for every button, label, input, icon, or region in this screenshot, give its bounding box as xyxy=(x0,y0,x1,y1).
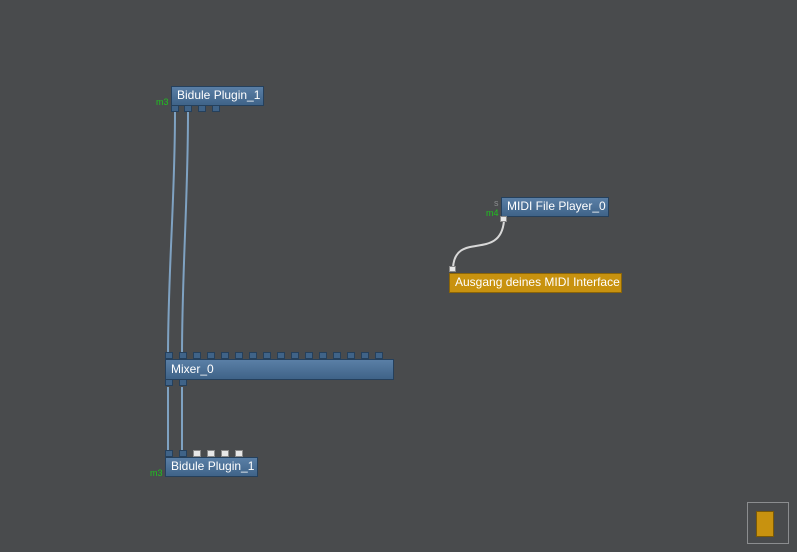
input-pin[interactable] xyxy=(193,352,201,359)
output-pin[interactable] xyxy=(198,105,206,112)
node-label: MIDI File Player_0 xyxy=(507,199,606,213)
input-pin[interactable] xyxy=(165,352,173,359)
output-pin[interactable] xyxy=(184,105,192,112)
node-midi-interface-output[interactable]: Ausgang deines MIDI Interface xyxy=(449,273,622,293)
node-tag: s xyxy=(494,198,499,208)
node-label: Bidule Plugin_1 xyxy=(177,88,261,102)
input-pin[interactable] xyxy=(361,352,369,359)
node-bidule-plugin-bottom[interactable]: Bidule Plugin_1 xyxy=(165,457,258,477)
midi-input-pin[interactable] xyxy=(207,450,215,457)
node-label: Mixer_0 xyxy=(171,362,214,376)
output-pin[interactable] xyxy=(171,105,179,112)
input-pin[interactable] xyxy=(249,352,257,359)
input-pin[interactable] xyxy=(179,450,187,457)
node-label: Bidule Plugin_1 xyxy=(171,459,255,473)
output-pin[interactable] xyxy=(179,379,187,386)
input-pin[interactable] xyxy=(277,352,285,359)
audio-cable[interactable] xyxy=(167,111,176,357)
input-pin[interactable] xyxy=(305,352,313,359)
node-label: Ausgang deines MIDI Interface xyxy=(455,275,620,289)
input-pin[interactable] xyxy=(263,352,271,359)
node-mixer[interactable]: Mixer_0 xyxy=(165,359,394,380)
node-midi-file-player[interactable]: MIDI File Player_0 xyxy=(501,197,609,217)
midi-input-pin[interactable] xyxy=(193,450,201,457)
input-pin[interactable] xyxy=(179,352,187,359)
audio-cable[interactable] xyxy=(181,111,189,357)
output-pin[interactable] xyxy=(165,379,173,386)
input-pin[interactable] xyxy=(291,352,299,359)
midi-input-pin[interactable] xyxy=(221,450,229,457)
minimap-viewport[interactable] xyxy=(756,511,774,537)
input-pin[interactable] xyxy=(333,352,341,359)
navigator-minimap-icon[interactable] xyxy=(747,502,789,544)
midi-input-pin[interactable] xyxy=(449,266,456,272)
input-pin[interactable] xyxy=(347,352,355,359)
output-pin[interactable] xyxy=(212,105,220,112)
node-tag: m3 xyxy=(156,97,169,107)
input-pin[interactable] xyxy=(165,450,173,457)
input-pin[interactable] xyxy=(319,352,327,359)
input-pin[interactable] xyxy=(221,352,229,359)
input-pin[interactable] xyxy=(207,352,215,359)
node-tag: m3 xyxy=(150,468,163,478)
input-pin[interactable] xyxy=(235,352,243,359)
node-tag: m4 xyxy=(486,208,499,218)
input-pin[interactable] xyxy=(375,352,383,359)
node-bidule-plugin-top[interactable]: Bidule Plugin_1 xyxy=(171,86,264,106)
midi-input-pin[interactable] xyxy=(235,450,243,457)
midi-cable[interactable] xyxy=(452,220,505,269)
midi-output-pin[interactable] xyxy=(500,216,507,222)
